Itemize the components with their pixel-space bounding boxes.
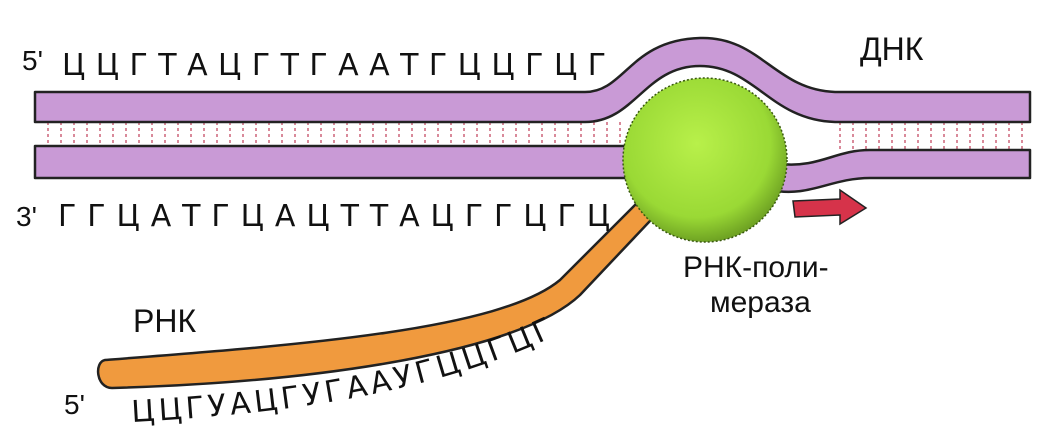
top-strand-sequence: ЦЦГТАЦГТГААТГЦЦГЦГ xyxy=(62,48,610,83)
bottom-strand-3-prime: 3' xyxy=(16,201,37,232)
right-arrow-icon xyxy=(793,190,866,224)
polymerase-label-line2: мераза xyxy=(710,286,811,319)
rna-5-prime: 5' xyxy=(64,389,85,420)
bottom-strand-sequence: ГГЦАТГЦАЦТТАЦГГЦГЦ xyxy=(58,199,614,234)
rna-label: РНК xyxy=(133,303,196,339)
dna-bottom-strand xyxy=(35,146,1030,192)
dna-label: ДНК xyxy=(860,31,924,67)
top-strand-5-prime: 5' xyxy=(22,45,43,76)
rna-polymerase xyxy=(623,78,787,242)
polymerase-label-line1: РНК-поли- xyxy=(683,251,829,284)
